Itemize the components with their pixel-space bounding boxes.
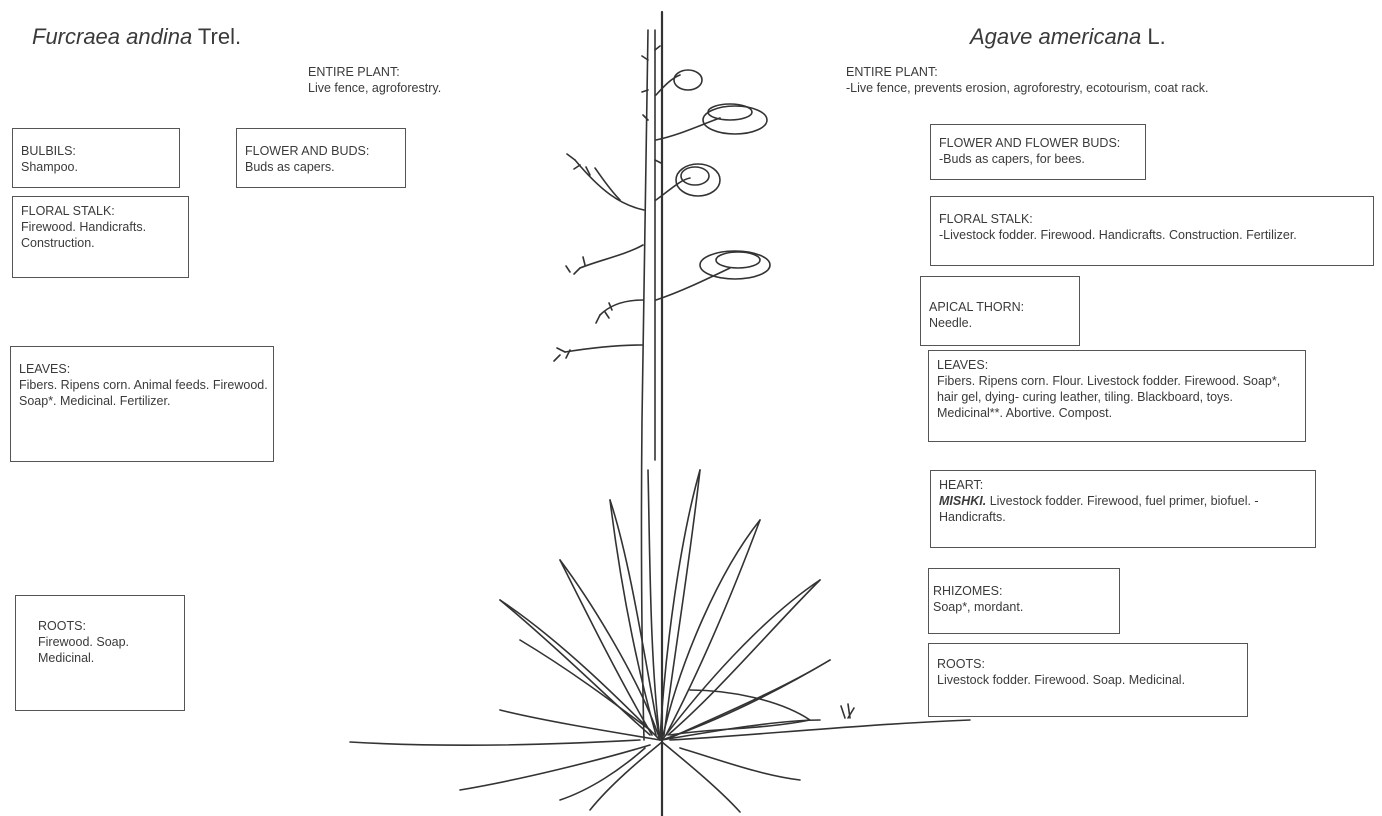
- box-text: Firewood. Soap. Medicinal.: [38, 634, 162, 666]
- box-text: -Buds as capers, for bees.: [939, 151, 1137, 167]
- box-text: Shampoo.: [21, 159, 171, 175]
- left-entire-plant-heading: ENTIRE PLANT:: [308, 64, 441, 80]
- box-heading: HEART:: [939, 477, 1307, 493]
- box-heading: APICAL THORN:: [929, 299, 1071, 315]
- heart-emphasis: MISHKI.: [939, 494, 986, 508]
- left-species-title: Furcraea andina Trel.: [32, 24, 241, 50]
- box-heading: FLOWER AND BUDS:: [245, 143, 397, 159]
- left-box-flower-buds: FLOWER AND BUDS: Buds as capers.: [236, 128, 406, 188]
- right-box-rhizomes: RHIZOMES: Soap*, mordant.: [928, 568, 1120, 634]
- box-heading: RHIZOMES:: [933, 583, 1111, 599]
- right-box-apical-thorn: APICAL THORN: Needle.: [920, 276, 1080, 346]
- box-heading: BULBILS:: [21, 143, 171, 159]
- right-box-heart: HEART: MISHKI. Livestock fodder. Firewoo…: [930, 470, 1316, 548]
- left-entire-plant: ENTIRE PLANT: Live fence, agroforestry.: [308, 64, 441, 96]
- box-text: Buds as capers.: [245, 159, 397, 175]
- box-text: Firewood. Handicrafts. Construction.: [21, 219, 180, 251]
- right-species-name: Agave americana: [970, 24, 1141, 49]
- right-entire-plant-heading: ENTIRE PLANT:: [846, 64, 1316, 80]
- box-text: MISHKI. Livestock fodder. Firewood, fuel…: [939, 493, 1307, 525]
- box-heading: LEAVES:: [19, 361, 269, 377]
- right-box-leaves: LEAVES: Fibers. Ripens corn. Flour. Live…: [928, 350, 1306, 442]
- box-heading: FLORAL STALK:: [21, 203, 180, 219]
- box-heading: FLOWER AND FLOWER BUDS:: [939, 135, 1137, 151]
- right-species-title: Agave americana L.: [970, 24, 1166, 50]
- right-entire-plant: ENTIRE PLANT: -Live fence, prevents eros…: [846, 64, 1316, 96]
- box-heading: FLORAL STALK:: [939, 211, 1369, 227]
- left-box-floral-stalk: FLORAL STALK: Firewood. Handicrafts. Con…: [12, 196, 189, 278]
- right-box-roots: ROOTS: Livestock fodder. Firewood. Soap.…: [928, 643, 1248, 717]
- left-species-authority: Trel.: [192, 24, 241, 49]
- box-text: Livestock fodder. Firewood. Soap. Medici…: [937, 672, 1239, 688]
- box-text: -Livestock fodder. Firewood. Handicrafts…: [939, 227, 1369, 243]
- box-heading: ROOTS:: [38, 618, 162, 634]
- right-species-authority: L.: [1141, 24, 1165, 49]
- left-species-name: Furcraea andina: [32, 24, 192, 49]
- right-box-floral-stalk: FLORAL STALK: -Livestock fodder. Firewoo…: [930, 196, 1374, 266]
- box-heading: ROOTS:: [937, 656, 1239, 672]
- box-heading: LEAVES:: [937, 357, 1297, 373]
- box-text: Fibers. Ripens corn. Flour. Livestock fo…: [937, 373, 1297, 421]
- left-entire-plant-text: Live fence, agroforestry.: [308, 80, 441, 96]
- box-text: Needle.: [929, 315, 1071, 331]
- left-box-bulbils: BULBILS: Shampoo.: [12, 128, 180, 188]
- box-text: Fibers. Ripens corn. Animal feeds. Firew…: [19, 377, 269, 409]
- left-box-roots: ROOTS: Firewood. Soap. Medicinal.: [15, 595, 185, 711]
- heart-text: Livestock fodder. Firewood, fuel primer,…: [939, 494, 1259, 524]
- box-text: Soap*, mordant.: [933, 599, 1111, 615]
- right-entire-plant-text: -Live fence, prevents erosion, agrofores…: [846, 80, 1316, 96]
- left-box-leaves: LEAVES: Fibers. Ripens corn. Animal feed…: [10, 346, 274, 462]
- right-box-flower-buds: FLOWER AND FLOWER BUDS: -Buds as capers,…: [930, 124, 1146, 180]
